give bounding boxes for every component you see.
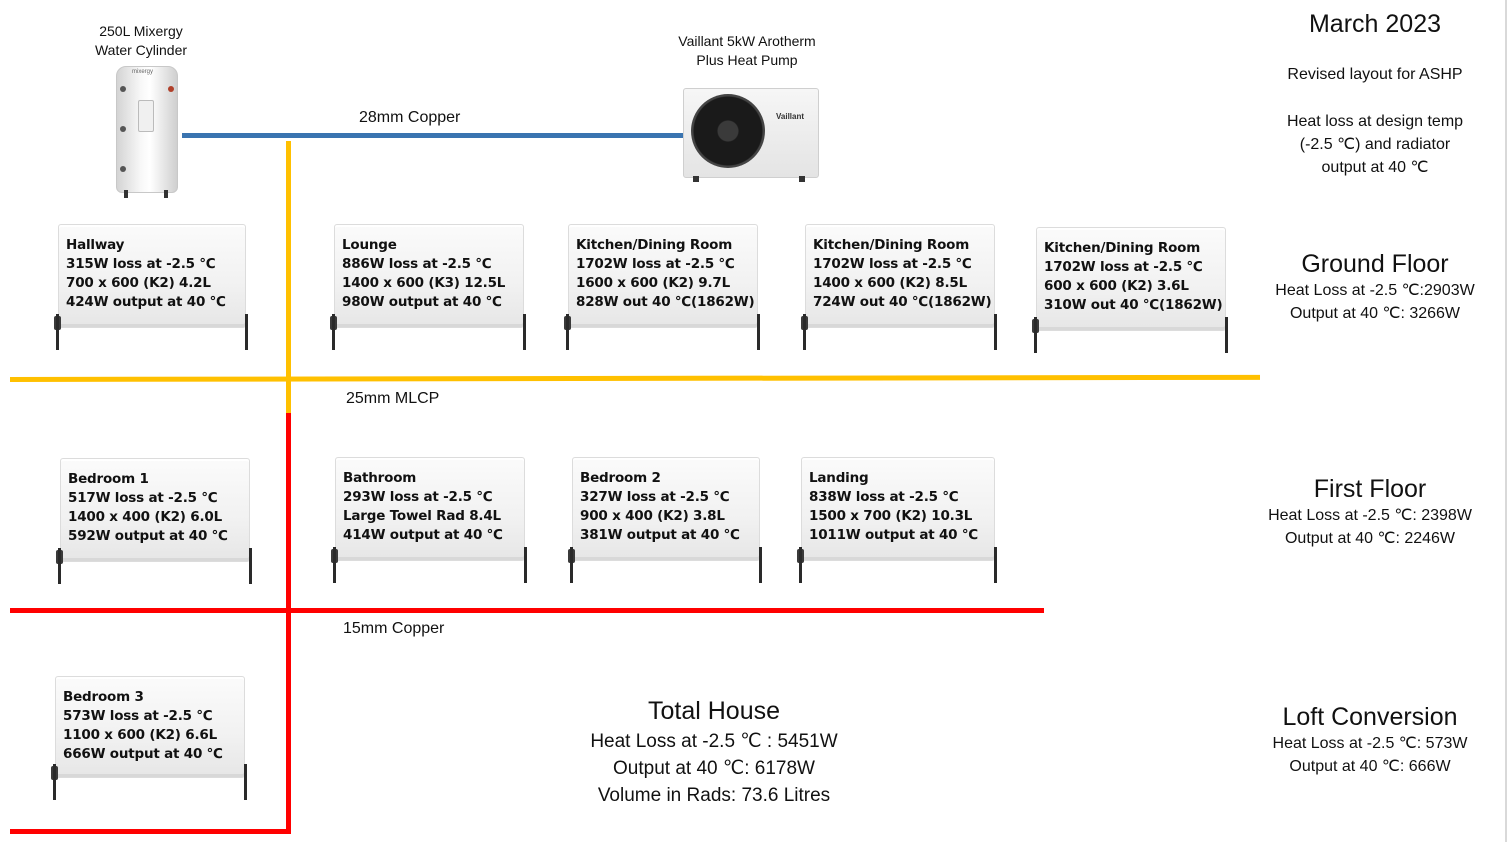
header-date: March 2023: [1308, 10, 1442, 38]
heat-pump-label: Vaillant 5kW Arotherm Plus Heat Pump: [662, 32, 832, 70]
radiator-size: 1400 x 400 (K2) 6.0L: [68, 509, 222, 525]
floor-summary-loft: Loft Conversion Heat Loss at -2.5 ℃: 573…: [1245, 703, 1495, 778]
radiator-name: Landing: [809, 470, 869, 486]
header-note-line3: output at 40 ℃: [1321, 159, 1429, 176]
radiator-output: 381W output at 40 ℃: [580, 527, 740, 543]
radiator-name: Bedroom 3: [63, 689, 144, 705]
floor-output-loft: Output at 40 ℃: 666W: [1289, 758, 1451, 775]
heat-pump-label-line2: Plus Heat Pump: [696, 52, 798, 68]
floor-summary-ground: Ground Floor Heat Loss at -2.5 ℃:2903W O…: [1250, 250, 1500, 325]
radiator-bedroom-3: Bedroom 3 573W loss at -2.5 ℃ 1100 x 600…: [49, 676, 251, 800]
total-house-title: Total House: [647, 697, 781, 725]
radiator-bathroom: Bathroom 293W loss at -2.5 ℃ Large Towel…: [329, 457, 531, 583]
total-house-summary: Total House Heat Loss at -2.5 ℃ : 5451W …: [564, 694, 864, 809]
radiator-loss: 1702W loss at -2.5 ℃: [576, 256, 735, 272]
radiator-loss: 327W loss at -2.5 ℃: [580, 489, 730, 505]
radiator-loss: 838W loss at -2.5 ℃: [809, 489, 959, 505]
cylinder-label-line1: 250L Mixergy: [99, 23, 183, 39]
pipe-15mm-copper-first: [10, 608, 1044, 613]
radiator-kitchen-dining-3: Kitchen/Dining Room 1702W loss at -2.5 ℃…: [1030, 227, 1232, 353]
page-edge-divider: [1505, 0, 1507, 842]
radiator-output: 828W out 40 ℃(1862W): [576, 294, 755, 310]
floor-output-ground: Output at 40 ℃: 3266W: [1289, 305, 1461, 322]
total-house-loss: Heat Loss at -2.5 ℃ : 5451W: [590, 731, 838, 752]
cylinder-control-panel: [138, 100, 154, 132]
pipe-label-15mm: 15mm Copper: [343, 620, 445, 637]
cylinder-label-line2: Water Cylinder: [94, 42, 188, 58]
radiator-output: 592W output at 40 ℃: [68, 528, 228, 544]
pipe-label-25mm: 25mm MLCP: [346, 390, 440, 407]
floor-output-first: Output at 40 ℃: 2246W: [1284, 530, 1456, 547]
radiator-name: Bathroom: [343, 470, 417, 486]
radiator-loss: 293W loss at -2.5 ℃: [343, 489, 493, 505]
cylinder-logo: mixergy: [132, 69, 154, 75]
radiator-name: Bedroom 1: [68, 471, 149, 487]
radiator-output: 666W output at 40 ℃: [63, 746, 223, 762]
pipe-15mm-copper-loft: [10, 829, 291, 834]
pipe-25mm-mlcp-riser: [286, 141, 291, 413]
floor-title-loft: Loft Conversion: [1282, 703, 1458, 731]
radiator-name: Bedroom 2: [580, 470, 661, 486]
heat-pump-brand: Vaillant: [776, 112, 805, 121]
pipe-15mm-copper-riser: [286, 413, 291, 833]
radiator-landing: Landing 838W loss at -2.5 ℃ 1500 x 700 (…: [795, 457, 1001, 583]
radiator-hallway: Hallway 315W loss at -2.5 ℃ 700 x 600 (K…: [52, 224, 252, 350]
radiator-size: 1500 x 700 (K2) 10.3L: [809, 508, 973, 524]
total-house-output: Output at 40 ℃: 6178W: [613, 758, 815, 779]
radiator-name: Hallway: [66, 237, 125, 253]
radiator-lounge: Lounge 886W loss at -2.5 ℃ 1400 x 600 (K…: [328, 224, 530, 350]
water-cylinder: mixergy: [116, 66, 178, 198]
radiator-kitchen-dining-2: Kitchen/Dining Room 1702W loss at -2.5 ℃…: [799, 224, 1001, 350]
header-note-line2: (-2.5 ℃) and radiator: [1299, 136, 1451, 153]
radiator-kitchen-dining-1: Kitchen/Dining Room 1702W loss at -2.5 ℃…: [562, 224, 764, 350]
radiator-bedroom-1: Bedroom 1 517W loss at -2.5 ℃ 1400 x 400…: [54, 458, 256, 584]
cylinder-label: 250L Mixergy Water Cylinder: [86, 22, 196, 60]
pipe-28mm-copper: [182, 133, 684, 138]
radiator-name: Kitchen/Dining Room: [1044, 240, 1201, 256]
pipe-label-28mm: 28mm Copper: [359, 109, 461, 126]
radiator-size: 900 x 400 (K2) 3.8L: [580, 508, 725, 524]
floor-loss-ground: Heat Loss at -2.5 ℃:2903W: [1275, 282, 1475, 299]
radiator-size: Large Towel Rad 8.4L: [343, 508, 501, 524]
radiator-output: 424W output at 40 ℃: [66, 294, 226, 310]
radiator-size: 1600 x 600 (K2) 9.7L: [576, 275, 730, 291]
radiator-loss: 573W loss at -2.5 ℃: [63, 708, 213, 724]
radiator-name: Lounge: [342, 237, 397, 253]
floor-loss-loft: Heat Loss at -2.5 ℃: 573W: [1272, 735, 1468, 752]
floor-title-ground: Ground Floor: [1301, 250, 1449, 278]
heat-pump-fan-icon: [691, 94, 765, 168]
radiator-size: 1400 x 600 (K2) 8.5L: [813, 275, 967, 291]
pipe-25mm-mlcp-ground: [9, 374, 1261, 382]
radiator-output: 980W output at 40 ℃: [342, 294, 502, 310]
header-subtitle: Revised layout for ASHP: [1287, 66, 1463, 83]
radiator-output: 1011W output at 40 ℃: [809, 527, 979, 543]
radiator-output: 724W out 40 ℃(1862W): [813, 294, 992, 310]
radiator-name: Kitchen/Dining Room: [813, 237, 970, 253]
radiator-size: 1100 x 600 (K2) 6.6L: [63, 727, 217, 743]
radiator-size: 1400 x 600 (K3) 12.5L: [342, 275, 506, 291]
radiator-loss: 315W loss at -2.5 ℃: [66, 256, 216, 272]
radiator-name: Kitchen/Dining Room: [576, 237, 733, 253]
floor-loss-first: Heat Loss at -2.5 ℃: 2398W: [1268, 507, 1472, 524]
floor-title-first: First Floor: [1313, 475, 1427, 503]
radiator-output: 310W out 40 ℃(1862W): [1044, 297, 1223, 313]
radiator-loss: 1702W loss at -2.5 ℃: [1044, 259, 1203, 275]
radiator-size: 600 x 600 (K2) 3.6L: [1044, 278, 1189, 294]
floor-summary-first: First Floor Heat Loss at -2.5 ℃: 2398W O…: [1245, 475, 1495, 550]
radiator-loss: 886W loss at -2.5 ℃: [342, 256, 492, 272]
radiator-output: 414W output at 40 ℃: [343, 527, 503, 543]
header-note-line1: Heat loss at design temp: [1286, 113, 1464, 130]
radiator-size: 700 x 600 (K2) 4.2L: [66, 275, 211, 291]
header-note: Heat loss at design temp (-2.5 ℃) and ra…: [1250, 110, 1500, 179]
radiator-loss: 517W loss at -2.5 ℃: [68, 490, 218, 506]
total-house-volume: Volume in Rads: 73.6 Litres: [597, 785, 831, 806]
radiator-loss: 1702W loss at -2.5 ℃: [813, 256, 972, 272]
radiator-bedroom-2: Bedroom 2 327W loss at -2.5 ℃ 900 x 400 …: [566, 457, 766, 583]
heat-pump-unit: Vaillant: [683, 88, 819, 182]
heat-pump-label-line1: Vaillant 5kW Arotherm: [678, 33, 816, 49]
